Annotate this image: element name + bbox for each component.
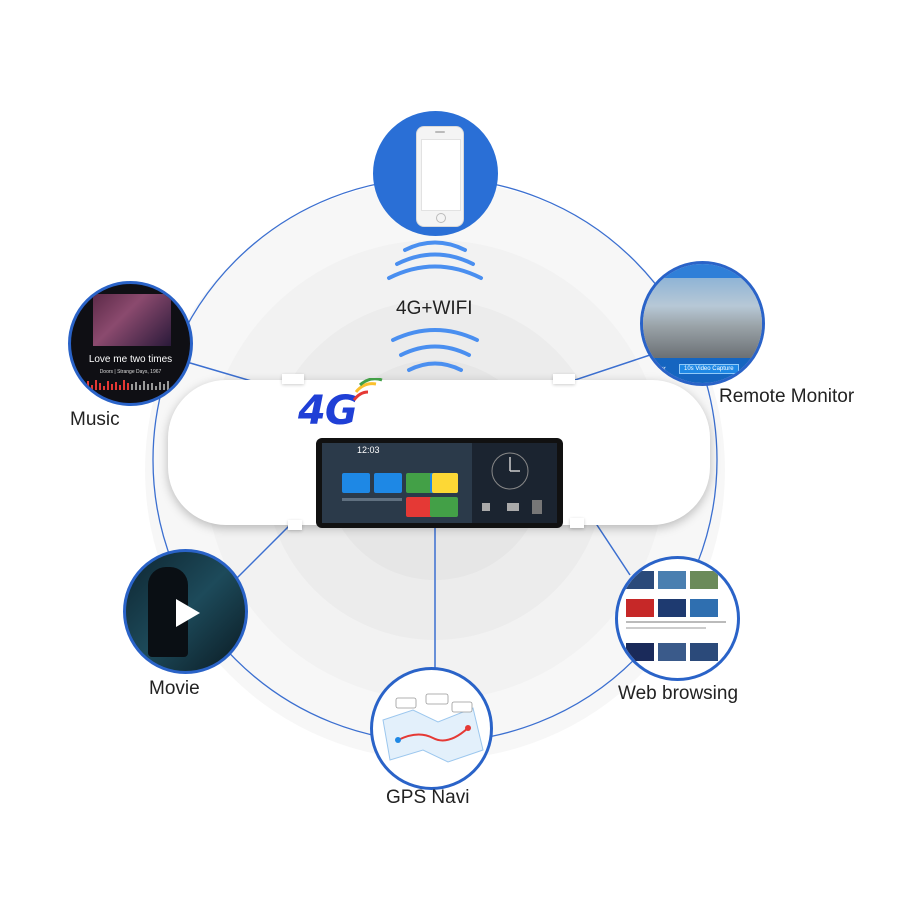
connector-web xyxy=(594,521,631,576)
gps-node[interactable] xyxy=(370,667,493,790)
app-tile-red[interactable] xyxy=(406,497,434,517)
app-tile-yellow[interactable] xyxy=(432,473,458,493)
phone-node[interactable] xyxy=(373,111,498,236)
song-title: Love me two times xyxy=(88,354,173,365)
app-tile-blue-2[interactable] xyxy=(374,473,402,493)
wifi-waves-top xyxy=(387,240,483,280)
street-view xyxy=(643,278,762,358)
web-browsing-label: Web browsing xyxy=(618,683,739,704)
video-capture-button[interactable]: 10s Video Capture xyxy=(679,364,739,374)
web-browsing-node[interactable] xyxy=(615,556,740,681)
remote-toolbar xyxy=(643,264,762,278)
thumbnail-9 xyxy=(690,643,718,661)
movie-node[interactable] xyxy=(123,549,248,674)
mirror-clip-left xyxy=(282,374,304,384)
thumbnail-1 xyxy=(626,571,654,589)
dial-icon xyxy=(491,452,529,490)
gps-label: GPS Navi xyxy=(386,787,470,808)
play-icon[interactable] xyxy=(174,597,202,629)
connector-movie xyxy=(229,524,291,586)
phone-icon xyxy=(416,126,464,227)
wifi-label: 4G+WIFI xyxy=(396,298,473,319)
thumbnail-4 xyxy=(626,599,654,617)
music-progress xyxy=(342,498,402,501)
device-screen[interactable]: 12:03 xyxy=(316,438,563,528)
mirror-clip-bottom-right xyxy=(570,518,584,528)
screen-display: 12:03 xyxy=(322,443,557,523)
signal-arcs-icon xyxy=(352,378,383,401)
thumbnail-3 xyxy=(690,571,718,589)
waveform-icon xyxy=(83,380,169,390)
4g-badge: 4G xyxy=(298,388,358,434)
mirror-clip-right xyxy=(553,374,575,384)
app-tile-blue-1[interactable] xyxy=(342,473,370,493)
thumbnail-7 xyxy=(626,643,654,661)
thumbnail-8 xyxy=(658,643,686,661)
text-line-2 xyxy=(626,627,706,629)
music-node[interactable]: Love me two times Doors | Strange Days, … xyxy=(68,281,193,406)
text-line-1 xyxy=(626,621,726,623)
back-icon[interactable]: « xyxy=(661,363,667,373)
music-label: Music xyxy=(70,409,120,430)
app-tile-green[interactable] xyxy=(406,473,434,493)
clock-text: 12:03 xyxy=(357,445,380,455)
album-art xyxy=(93,294,171,346)
control-icons xyxy=(482,500,542,514)
wifi-waves-bottom xyxy=(391,328,479,372)
thumbnail-5 xyxy=(658,599,686,617)
remote-monitor-label: Remote Monitor xyxy=(719,386,855,407)
map-icon xyxy=(382,693,484,763)
app-tile-green-2[interactable] xyxy=(430,497,458,517)
thumbnail-6 xyxy=(690,599,718,617)
movie-label: Movie xyxy=(149,678,200,699)
thumbnail-2 xyxy=(658,571,686,589)
song-artist: Doors | Strange Days, 1967 xyxy=(99,369,162,375)
mirror-clip-bottom-left xyxy=(288,520,302,530)
remote-monitor-node[interactable]: 10s Video Capture « xyxy=(640,261,765,386)
